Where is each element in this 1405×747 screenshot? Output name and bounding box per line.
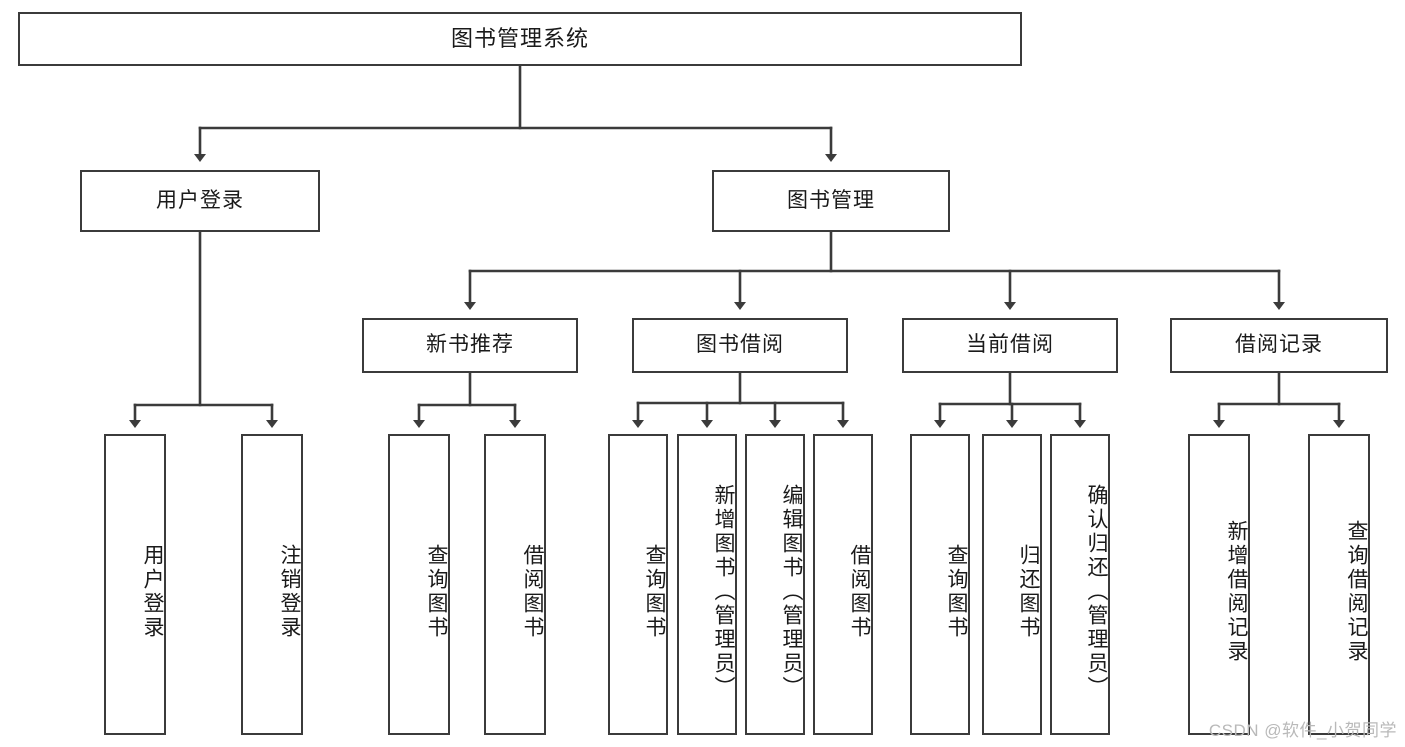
leaf-borrow-book[interactable]: 借阅图书: [813, 434, 873, 735]
leaf-return-book[interactable]: 归还图书: [982, 434, 1042, 735]
leaf-add-borrow-record[interactable]: 新增借阅记录: [1188, 434, 1250, 735]
node-label: 图书借阅: [696, 333, 784, 357]
leaf-logout[interactable]: 注销登录: [241, 434, 303, 735]
leaf-label: 确认归还（管理员）: [1085, 483, 1108, 700]
node-label: 用户登录: [156, 188, 244, 212]
leaf-confirm-return-admin[interactable]: 确认归还（管理员）: [1050, 434, 1110, 735]
leaf-label: 用户登录: [141, 543, 164, 640]
leaf-label: 查询借阅记录: [1345, 519, 1368, 664]
node-label: 图书管理: [787, 188, 875, 212]
leaf-label: 借阅图书: [848, 543, 871, 640]
node-label: 新书推荐: [426, 333, 514, 357]
leaf-user-login[interactable]: 用户登录: [104, 434, 166, 735]
node-current-borrow[interactable]: 当前借阅: [902, 318, 1118, 373]
leaf-label: 查询图书: [643, 543, 666, 640]
leaf-query-book-current[interactable]: 查询图书: [910, 434, 970, 735]
leaf-add-book-admin[interactable]: 新增图书（管理员）: [677, 434, 737, 735]
leaf-label: 新增借阅记录: [1225, 519, 1248, 664]
leaf-query-borrow-record[interactable]: 查询借阅记录: [1308, 434, 1370, 735]
node-book-borrow[interactable]: 图书借阅: [632, 318, 848, 373]
node-root-label: 图书管理系统: [450, 26, 589, 52]
node-borrow-record[interactable]: 借阅记录: [1170, 318, 1388, 373]
leaf-label: 查询图书: [425, 543, 448, 640]
node-root[interactable]: 图书管理系统: [18, 12, 1022, 66]
watermark: CSDN @软件_小贺同学: [1208, 721, 1397, 740]
node-user-login[interactable]: 用户登录: [80, 170, 320, 232]
leaf-edit-book-admin[interactable]: 编辑图书（管理员）: [745, 434, 805, 735]
node-label: 借阅记录: [1235, 333, 1323, 357]
leaf-label: 注销登录: [278, 543, 301, 640]
node-label: 当前借阅: [966, 333, 1054, 357]
node-book-management[interactable]: 图书管理: [712, 170, 950, 232]
leaf-label: 借阅图书: [521, 543, 544, 640]
leaf-label: 新增图书（管理员）: [712, 483, 735, 700]
leaf-label: 归还图书: [1017, 543, 1040, 640]
leaf-borrow-book-newbook[interactable]: 借阅图书: [484, 434, 546, 735]
leaf-query-book-borrow[interactable]: 查询图书: [608, 434, 668, 735]
leaf-label: 编辑图书（管理员）: [780, 483, 803, 700]
node-new-book-recommend[interactable]: 新书推荐: [362, 318, 578, 373]
leaf-label: 查询图书: [945, 543, 968, 640]
leaf-query-book-newbook[interactable]: 查询图书: [388, 434, 450, 735]
